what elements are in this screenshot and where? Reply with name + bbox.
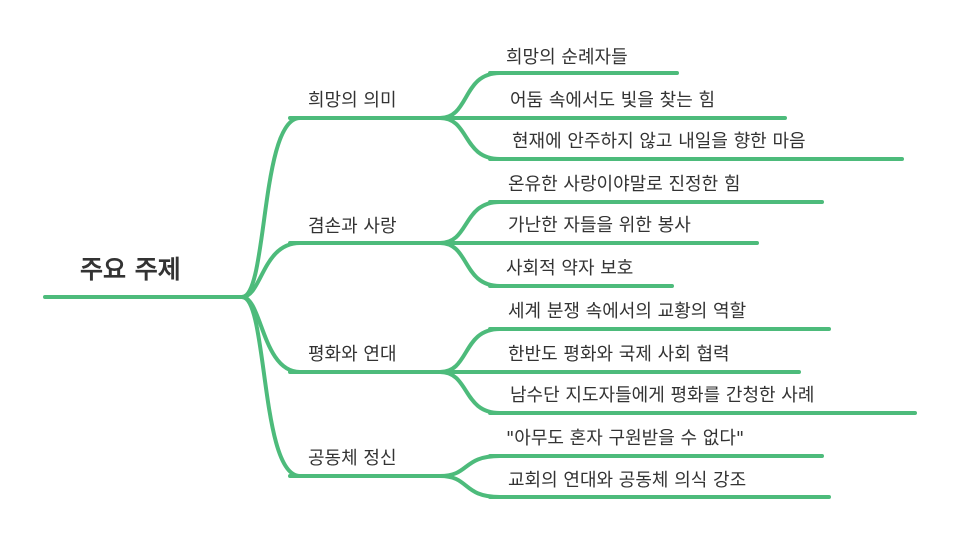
leaf-node[interactable]: 현재에 안주하지 않고 내일을 향한 마음 bbox=[438, 116, 904, 161]
branch-node-hope[interactable]: 희망의 의미 bbox=[240, 90, 442, 299]
leaf-label: 현재에 안주하지 않고 내일을 향한 마음 bbox=[512, 131, 806, 152]
root-node[interactable]: 주요 주제 bbox=[43, 255, 244, 299]
leaf-label: 세계 분쟁 속에서의 교황의 역할 bbox=[508, 301, 746, 322]
leaf-label: 한반도 평화와 국제 사회 협력 bbox=[508, 344, 730, 365]
leaf-label: 온유한 사랑이야말로 진정한 힘 bbox=[508, 174, 740, 195]
branch-node-community[interactable]: 공동체 정신 bbox=[240, 295, 442, 478]
leaf-connector bbox=[438, 454, 502, 478]
leaf-node[interactable]: "아무도 혼자 구원받을 수 없다" bbox=[438, 428, 824, 478]
branch-connector bbox=[240, 116, 302, 299]
leaf-connector bbox=[438, 370, 502, 415]
leaf-node[interactable]: 남수단 지도자들에게 평화를 간청한 사례 bbox=[438, 370, 917, 415]
leaf-label: 어둠 속에서도 빛을 찾는 힘 bbox=[510, 90, 715, 111]
branch-label: 공동체 정신 bbox=[308, 448, 397, 469]
leaf-node[interactable]: 온유한 사랑이야말로 진정한 힘 bbox=[438, 174, 824, 245]
branch-node-humility-love[interactable]: 겸손과 사랑 bbox=[240, 216, 442, 299]
root-label: 주요 주제 bbox=[80, 255, 181, 284]
leaf-label: 사회적 약자 보호 bbox=[506, 258, 633, 279]
branch-node-peace-solidarity[interactable]: 평화와 연대 bbox=[240, 295, 442, 374]
leaf-label: 가난한 자들을 위한 봉사 bbox=[508, 215, 691, 236]
leaf-connector bbox=[438, 327, 502, 374]
leaf-connector bbox=[438, 241, 502, 288]
leaf-node[interactable]: 한반도 평화와 국제 사회 협력 bbox=[438, 344, 801, 374]
leaf-label: 희망의 순례자들 bbox=[506, 47, 628, 68]
branch-label: 희망의 의미 bbox=[308, 90, 397, 111]
leaf-node[interactable]: 어둠 속에서도 빛을 찾는 힘 bbox=[438, 90, 787, 120]
leaf-label: "아무도 혼자 구원받을 수 없다" bbox=[506, 428, 744, 449]
leaf-label: 남수단 지도자들에게 평화를 간청한 사례 bbox=[510, 385, 814, 406]
leaf-node[interactable]: 사회적 약자 보호 bbox=[438, 241, 674, 288]
branch-connector bbox=[240, 295, 302, 478]
leaf-connector bbox=[438, 71, 502, 120]
branch-label: 겸손과 사랑 bbox=[308, 216, 397, 237]
leaf-connector bbox=[438, 200, 502, 245]
leaf-label: 교회의 연대와 공동체 의식 강조 bbox=[508, 470, 746, 491]
leaf-connector bbox=[438, 474, 502, 499]
leaf-connector bbox=[438, 116, 502, 161]
leaf-node[interactable]: 세계 분쟁 속에서의 교황의 역할 bbox=[438, 301, 831, 374]
branch-label: 평화와 연대 bbox=[308, 344, 397, 365]
leaf-node[interactable]: 교회의 연대와 공동체 의식 강조 bbox=[438, 470, 831, 499]
leaf-node[interactable]: 가난한 자들을 위한 봉사 bbox=[438, 215, 759, 245]
